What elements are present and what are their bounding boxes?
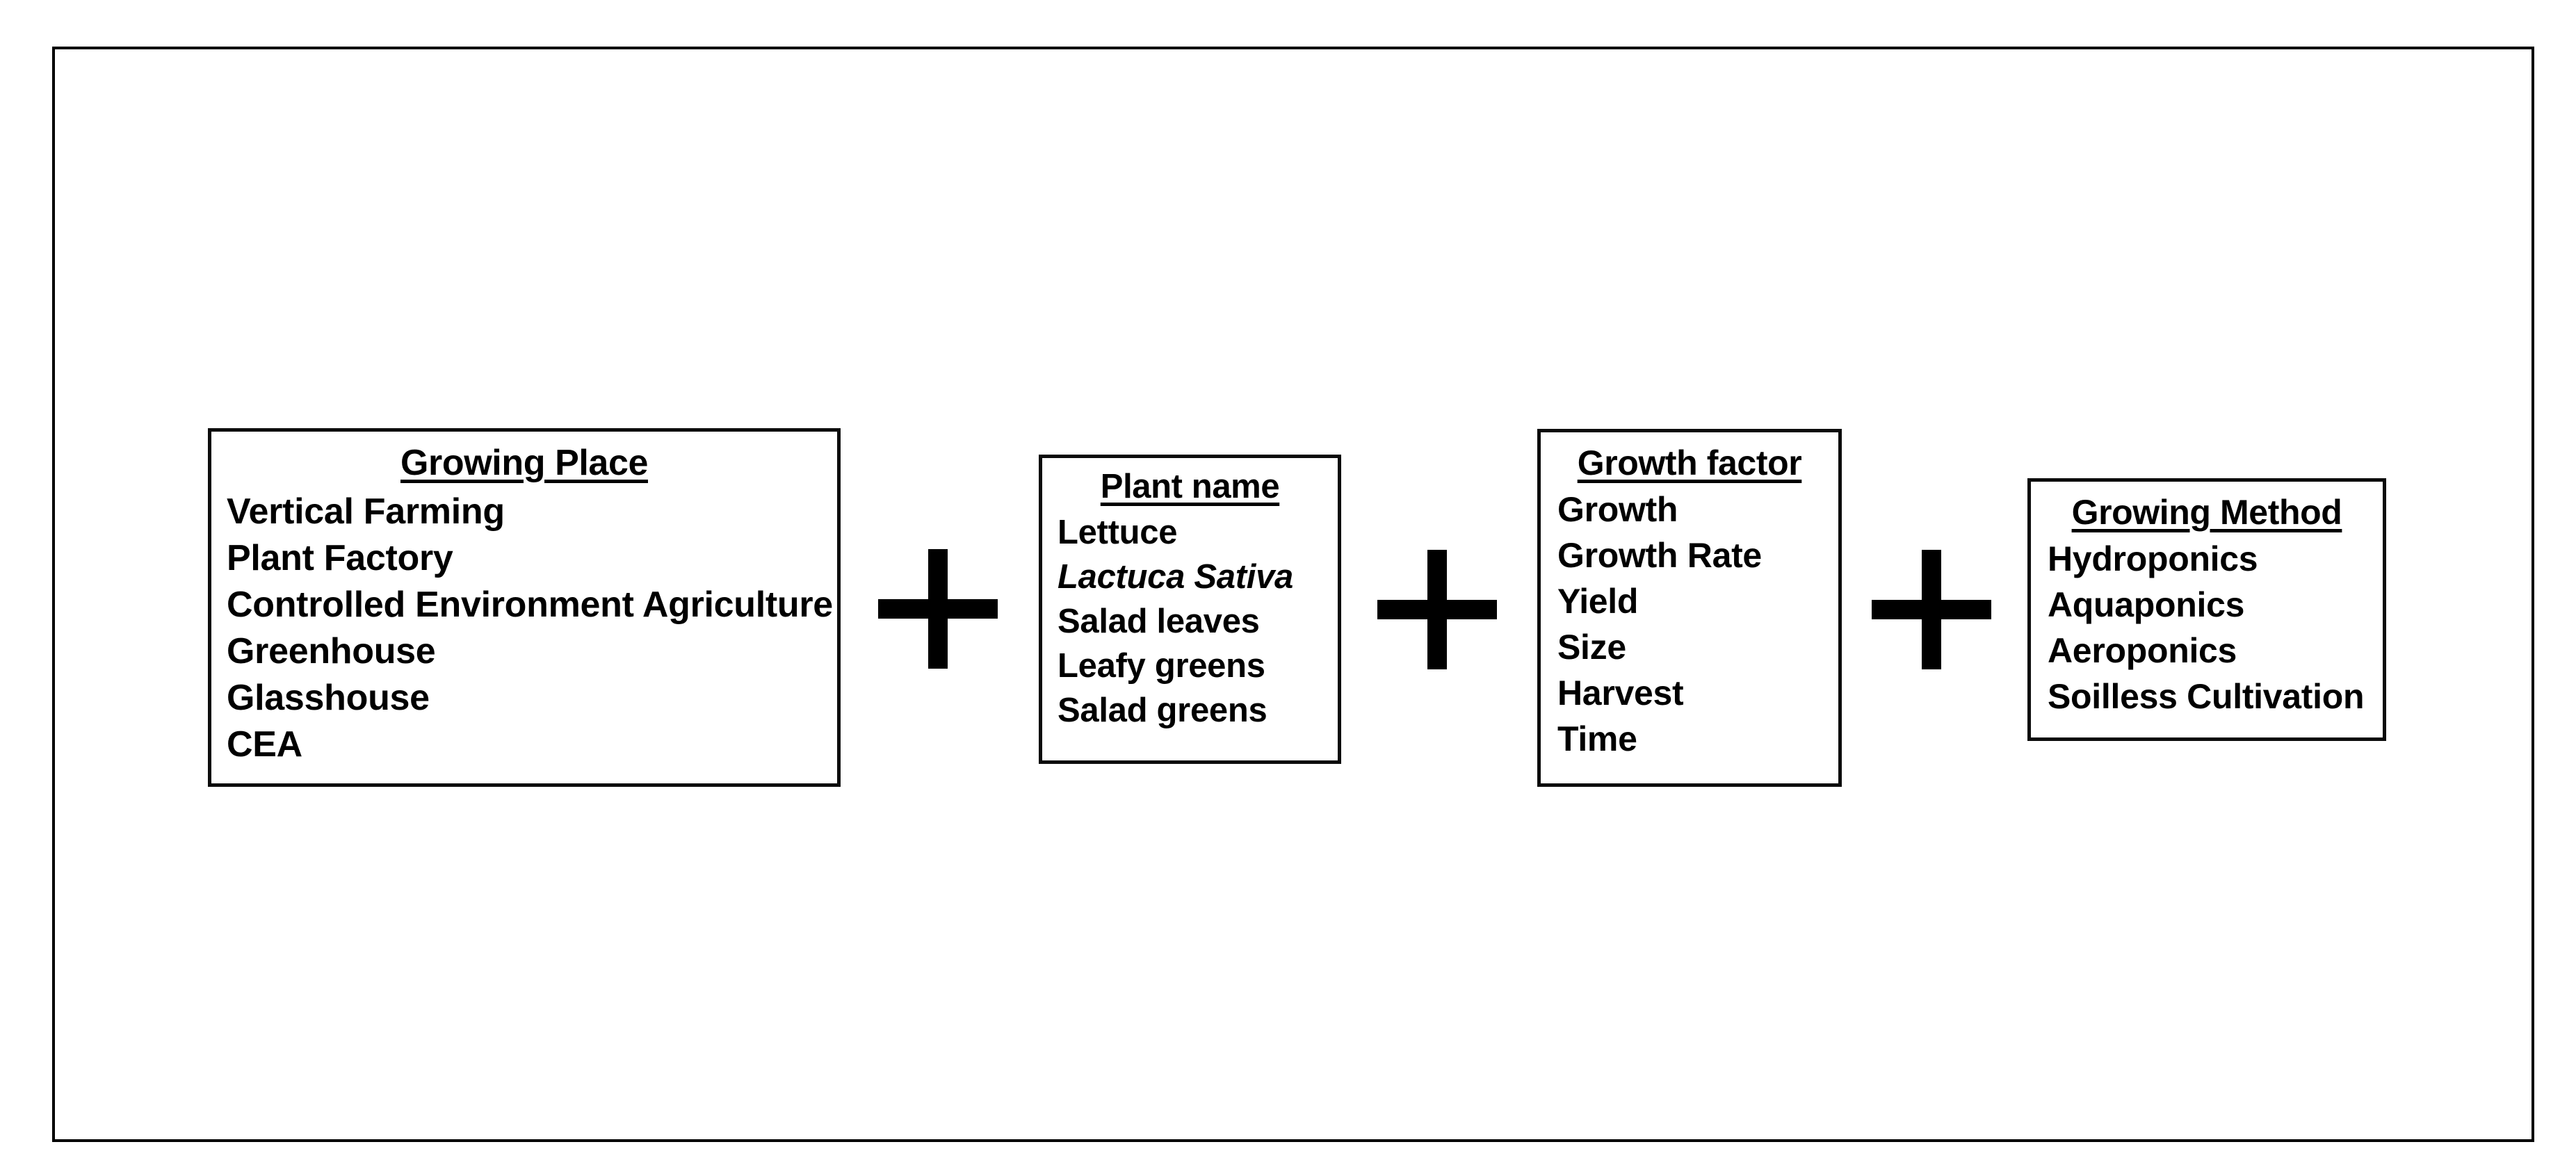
list-item: Glasshouse <box>227 678 430 718</box>
plus-icon <box>1377 550 1497 669</box>
plus-icon-vertical-bar <box>1922 550 1941 669</box>
plus-icon <box>1872 550 1991 669</box>
plus-icon-vertical-bar <box>928 549 948 669</box>
list-item: Hydroponics <box>2048 539 2258 578</box>
concept-box-growth-factor: Growth factor Growth Growth Rate Yield S… <box>1537 429 1842 787</box>
list-item: Lettuce <box>1058 514 1178 551</box>
box-items-growing-place: Vertical Farming Plant Factory Controlle… <box>211 489 837 768</box>
list-item: Size <box>1557 628 1626 667</box>
list-item: Growth <box>1557 490 1678 529</box>
list-item: Greenhouse <box>227 631 436 671</box>
box-items-growth-factor: Growth Growth Rate Yield Size Harvest Ti… <box>1541 487 1838 762</box>
list-item: Salad leaves <box>1058 603 1260 640</box>
figure-outer-border: Growing Place Vertical Farming Plant Fac… <box>52 47 2534 1142</box>
list-item: Salad greens <box>1058 692 1267 729</box>
plus-icon <box>878 549 998 669</box>
concept-box-plant-name: Plant name Lettuce Lactuca Sativa Salad … <box>1039 455 1341 764</box>
box-title-plant-name: Plant name <box>1100 468 1280 505</box>
list-item: Yield <box>1557 582 1639 621</box>
list-item: Vertical Farming <box>227 491 505 532</box>
list-item: Leafy greens <box>1058 647 1265 685</box>
box-title-growing-place: Growing Place <box>400 443 648 483</box>
list-item: Controlled Environment Agriculture <box>227 585 833 625</box>
list-item: Lactuca Sativa <box>1058 558 1293 596</box>
list-item: Harvest <box>1557 674 1684 712</box>
list-item: Aeroponics <box>2048 631 2237 670</box>
box-items-plant-name: Lettuce Lactuca Sativa Salad leaves Leaf… <box>1042 510 1338 733</box>
list-item: Soilless Cultivation <box>2048 677 2365 716</box>
list-item: Time <box>1557 719 1637 758</box>
list-item: Plant Factory <box>227 538 453 578</box>
plus-icon-vertical-bar <box>1427 550 1447 669</box>
box-title-growing-method: Growing Method <box>2071 493 2342 532</box>
box-items-growing-method: Hydroponics Aquaponics Aeroponics Soille… <box>2031 536 2383 719</box>
concept-box-growing-method: Growing Method Hydroponics Aquaponics Ae… <box>2027 478 2386 741</box>
list-item: CEA <box>227 724 302 765</box>
list-item: Aquaponics <box>2048 585 2245 624</box>
box-title-growth-factor: Growth factor <box>1577 443 1802 482</box>
concept-box-growing-place: Growing Place Vertical Farming Plant Fac… <box>208 428 841 787</box>
list-item: Growth Rate <box>1557 536 1762 575</box>
